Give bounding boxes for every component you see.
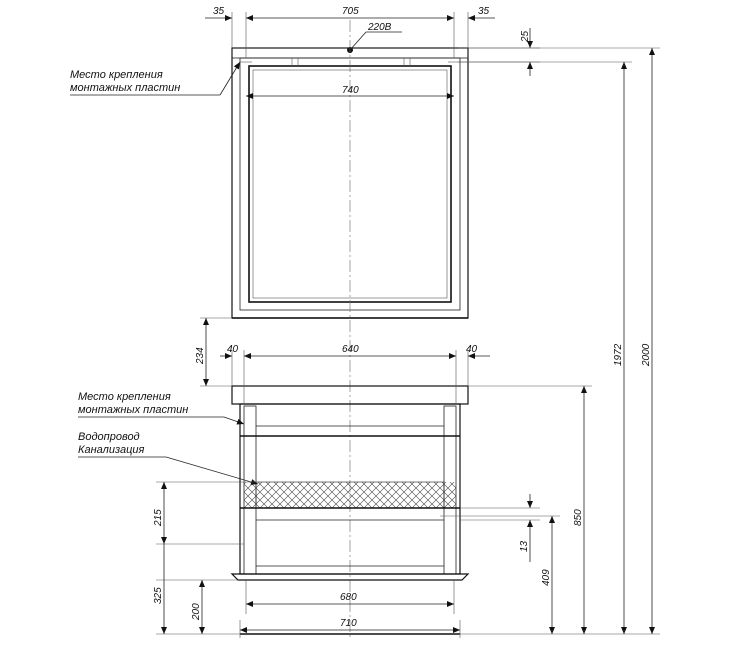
dim-cabinet-side-right: 40: [466, 344, 478, 355]
dim-overall-2000: 2000: [641, 343, 652, 367]
dim-overall-1972: 1972: [613, 343, 624, 366]
dim-cabinet-side-left: 40: [227, 344, 239, 355]
dim-mirror-center: 705: [342, 6, 359, 17]
cabinet: [230, 385, 470, 635]
dim-mirror-inner-width: 740: [342, 85, 359, 96]
pipes-callout: Водопровод Канализация: [78, 431, 259, 485]
dim-inner-bottom-width: 680: [340, 592, 357, 603]
sewer-label: Канализация: [78, 444, 144, 456]
dim-floor-height: 409: [541, 569, 552, 586]
overall-dimensions: 1972 2000: [460, 47, 660, 635]
dim-pipes-zone-height: 215: [153, 509, 164, 527]
dim-gap-mirror-cabinet: 234: [195, 347, 206, 365]
mirror-mount-label-1: Место крепления: [70, 69, 163, 81]
bottom-dimensions: 680 710: [239, 580, 461, 638]
right-vertical-dimensions: 13 409 850: [440, 385, 592, 635]
dim-mirror-side-left: 35: [213, 6, 225, 17]
dim-zone-offset: 13: [519, 540, 530, 552]
dim-lower-height: 325: [153, 587, 164, 604]
water-label: Водопровод: [78, 431, 140, 443]
dim-body-height: 850: [573, 509, 584, 526]
mirror-top-dimensions: 35 705 35 220В 25 740: [205, 6, 540, 99]
dim-base-width: 710: [340, 618, 357, 629]
left-vertical-dimensions: 215 325 200: [153, 481, 256, 635]
dim-mirror-top-offset: 25: [520, 30, 531, 43]
mirror-mount-label-2: монтажных пластин: [70, 82, 180, 94]
mirror-mount-callout: Место крепления монтажных пластин: [70, 61, 241, 96]
cabinet-mount-callout: Место крепления монтажных пластин: [78, 391, 245, 425]
socket-label: 220В: [367, 22, 392, 33]
dim-floor-gap: 200: [191, 603, 202, 621]
dim-mirror-side-right: 35: [478, 6, 490, 17]
cabinet-mount-label-2: монтажных пластин: [78, 404, 188, 416]
cabinet-mount-label-1: Место крепления: [78, 391, 171, 403]
dim-cabinet-center: 640: [342, 344, 359, 355]
pipes-zone: [255, 481, 445, 509]
cabinet-top-dimensions: 40 640 40: [220, 344, 490, 404]
gap-dimension: 234: [195, 317, 232, 387]
cabinet-base: [230, 573, 470, 581]
